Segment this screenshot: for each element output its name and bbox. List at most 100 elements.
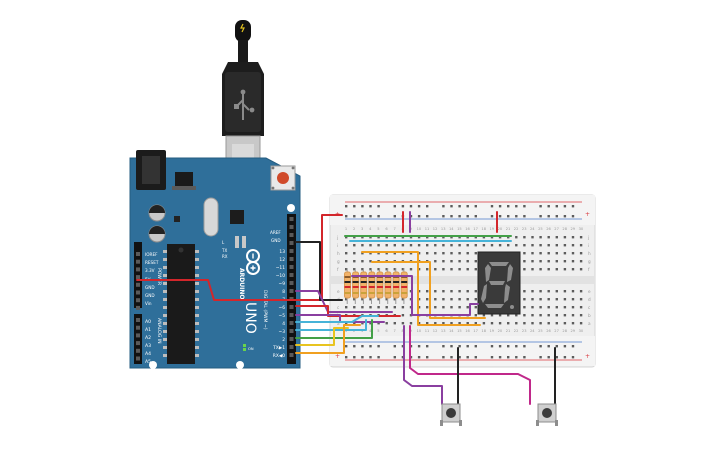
header-pin[interactable] <box>289 345 294 349</box>
rail-hole[interactable] <box>417 356 421 359</box>
breadboard-hole[interactable] <box>417 298 421 301</box>
breadboard-hole[interactable] <box>563 290 567 293</box>
rail-hole[interactable] <box>345 205 348 208</box>
resistor[interactable] <box>368 271 376 299</box>
breadboard-hole[interactable] <box>385 306 388 309</box>
breadboard-hole[interactable] <box>361 268 364 271</box>
header-pin[interactable] <box>136 341 140 346</box>
rail-hole[interactable] <box>345 345 348 348</box>
breadboard-hole[interactable] <box>377 322 380 325</box>
breadboard-hole[interactable] <box>401 252 405 255</box>
rail-hole[interactable] <box>393 215 396 218</box>
breadboard-hole[interactable] <box>458 244 461 247</box>
rail-hole[interactable] <box>466 215 469 218</box>
breadboard-hole[interactable] <box>409 236 413 239</box>
resistor[interactable] <box>376 271 384 299</box>
breadboard-hole[interactable] <box>474 290 477 293</box>
breadboard-hole[interactable] <box>450 236 453 239</box>
rail-hole[interactable] <box>563 215 567 218</box>
breadboard-hole[interactable] <box>466 298 469 301</box>
breadboard-hole[interactable] <box>523 244 526 247</box>
breadboard-hole[interactable] <box>579 268 583 271</box>
wire-pin0[interactable] <box>295 324 361 354</box>
rail-hole[interactable] <box>401 205 405 208</box>
breadboard-hole[interactable] <box>377 298 380 301</box>
rail-hole[interactable] <box>377 356 380 359</box>
breadboard-hole[interactable] <box>579 252 583 255</box>
resistor[interactable] <box>360 271 368 299</box>
breadboard-hole[interactable] <box>409 322 413 325</box>
breadboard-hole[interactable] <box>385 244 388 247</box>
rail-hole[interactable] <box>369 215 372 218</box>
breadboard-hole[interactable] <box>466 236 469 239</box>
breadboard-hole[interactable] <box>579 290 583 293</box>
rail-hole[interactable] <box>490 215 494 218</box>
breadboard-hole[interactable] <box>474 306 477 309</box>
breadboard-hole[interactable] <box>417 306 421 309</box>
breadboard-hole[interactable] <box>450 252 453 255</box>
breadboard-hole[interactable] <box>531 306 534 309</box>
breadboard-hole[interactable] <box>466 260 469 263</box>
breadboard-hole[interactable] <box>385 322 388 325</box>
breadboard-hole[interactable] <box>450 290 453 293</box>
breadboard-hole[interactable] <box>531 314 534 317</box>
breadboard-hole[interactable] <box>555 268 558 271</box>
breadboard-hole[interactable] <box>450 306 453 309</box>
breadboard-hole[interactable] <box>531 260 534 263</box>
rail-hole[interactable] <box>555 205 558 208</box>
breadboard-hole[interactable] <box>563 314 567 317</box>
breadboard-hole[interactable] <box>523 290 526 293</box>
rail-hole[interactable] <box>417 345 421 348</box>
breadboard-hole[interactable] <box>547 244 550 247</box>
rail-hole[interactable] <box>417 205 421 208</box>
rail-hole[interactable] <box>393 345 396 348</box>
pushbutton-icon[interactable] <box>446 408 456 418</box>
header-pin[interactable] <box>136 305 140 310</box>
breadboard-hole[interactable] <box>482 314 486 317</box>
breadboard-hole[interactable] <box>547 236 550 239</box>
breadboard-hole[interactable] <box>450 268 453 271</box>
breadboard-hole[interactable] <box>450 298 453 301</box>
rail-hole[interactable] <box>393 356 396 359</box>
breadboard-hole[interactable] <box>490 322 494 325</box>
breadboard-hole[interactable] <box>442 268 445 271</box>
breadboard-hole[interactable] <box>377 306 380 309</box>
wire-orange-display[interactable] <box>361 251 481 326</box>
breadboard-hole[interactable] <box>523 260 526 263</box>
rail-hole[interactable] <box>401 356 405 359</box>
rail-hole[interactable] <box>539 356 542 359</box>
pushbutton-2[interactable] <box>536 403 558 426</box>
rail-hole[interactable] <box>466 205 469 208</box>
header-pin[interactable] <box>289 281 294 285</box>
breadboard-hole[interactable] <box>393 306 396 309</box>
rail-hole[interactable] <box>515 205 518 208</box>
breadboard-hole[interactable] <box>547 298 550 301</box>
rail-hole[interactable] <box>458 215 461 218</box>
rail-hole[interactable] <box>539 345 542 348</box>
header-pin[interactable] <box>289 241 294 245</box>
header-pin[interactable] <box>136 267 140 272</box>
breadboard-hole[interactable] <box>474 244 477 247</box>
breadboard-hole[interactable] <box>579 314 583 317</box>
breadboard-hole[interactable] <box>555 298 558 301</box>
header-pin[interactable] <box>289 337 294 341</box>
breadboard-hole[interactable] <box>393 244 396 247</box>
breadboard-hole[interactable] <box>426 322 429 325</box>
header-pin[interactable] <box>289 313 294 317</box>
pushbutton-icon[interactable] <box>542 408 552 418</box>
breadboard-hole[interactable] <box>539 260 542 263</box>
wire-black-gnd[interactable] <box>295 241 343 301</box>
breadboard-hole[interactable] <box>571 298 575 301</box>
breadboard-hole[interactable] <box>515 236 518 239</box>
breadboard-hole[interactable] <box>490 314 494 317</box>
rail-hole[interactable] <box>361 205 364 208</box>
breadboard-hole[interactable] <box>515 314 518 317</box>
breadboard-hole[interactable] <box>498 314 502 317</box>
breadboard-hole[interactable] <box>353 322 356 325</box>
rail-hole[interactable] <box>498 356 502 359</box>
breadboard-hole[interactable] <box>507 314 510 317</box>
arduino-uno-board[interactable]: L TX RX ARDUINO UNO IOREF RESET 3.3V 5V … <box>129 150 301 369</box>
resistor[interactable] <box>400 271 408 299</box>
header-pin[interactable] <box>136 356 140 361</box>
rail-hole[interactable] <box>490 345 494 348</box>
